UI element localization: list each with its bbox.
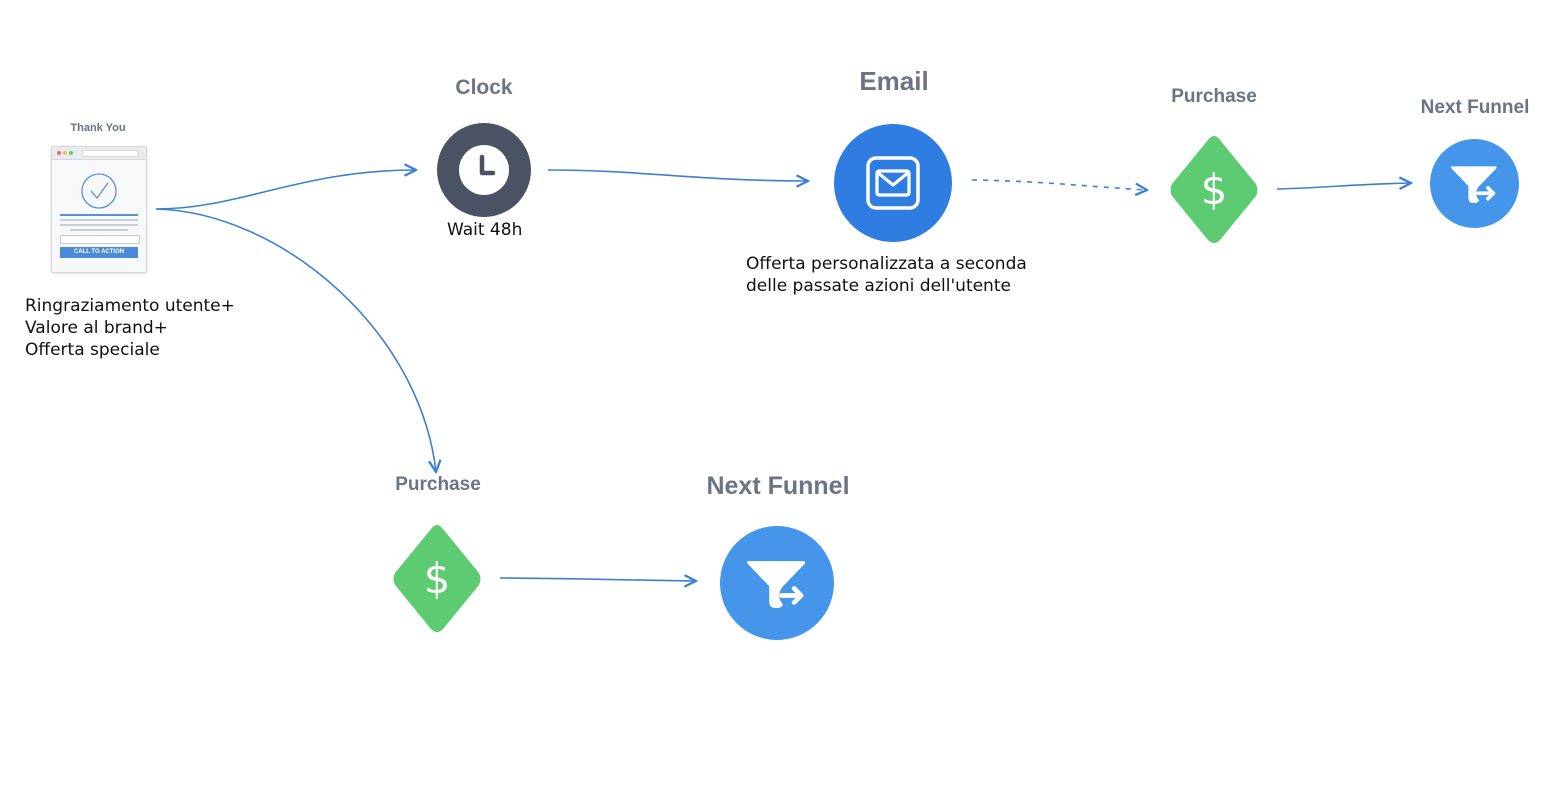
caption-line: Offerta speciale — [25, 340, 160, 360]
purchase-bottom-node[interactable]: $ — [391, 523, 483, 635]
thank-you-caption: Ringraziamento utente+ Valore al brand+ … — [25, 295, 235, 361]
thumb-line — [60, 219, 138, 221]
clock-caption: Wait 48h — [447, 220, 523, 240]
next-funnel-top-node[interactable] — [1430, 139, 1519, 228]
email-caption: Offerta personalizzata a seconda delle p… — [746, 253, 1027, 297]
thumb-input-field — [60, 235, 140, 244]
next-funnel-top-title: Next Funnel — [1420, 97, 1530, 118]
funnel-icon — [1450, 166, 1498, 204]
thank-you-page-thumbnail[interactable]: CALL TO ACTION — [51, 146, 147, 273]
browser-dot-yellow — [63, 151, 67, 155]
funnel-icon — [746, 561, 806, 609]
purchase-top-title: Purchase — [1171, 86, 1257, 107]
caption-line: Valore al brand+ — [25, 318, 168, 338]
edge-purchase-to-nextfunnel-bottom — [499, 578, 696, 581]
thumb-line — [70, 229, 128, 231]
browser-dot-red — [57, 151, 61, 155]
clock-icon — [459, 145, 509, 195]
next-funnel-bottom-title: Next Funnel — [706, 472, 850, 500]
edge-clock-to-email — [547, 169, 808, 181]
purchase-bottom-title: Purchase — [395, 474, 481, 495]
envelope-icon — [866, 156, 920, 210]
browser-dot-green — [69, 151, 73, 155]
edge-thankyou-to-purchase — [155, 208, 436, 472]
svg-text:$: $ — [1201, 165, 1228, 214]
caption-line: Offerta personalizzata a seconda — [746, 254, 1027, 274]
thumb-line — [60, 214, 138, 216]
edge-purchase-to-nextfunnel-top — [1276, 183, 1411, 189]
thumb-line — [60, 224, 138, 226]
email-title: Email — [859, 66, 929, 96]
purchase-top-node[interactable]: $ — [1168, 134, 1260, 246]
clock-title: Clock — [455, 76, 513, 99]
checkmark-icon — [81, 173, 117, 209]
dollar-icon: $ — [424, 554, 451, 603]
edge-email-to-purchase — [971, 179, 1147, 190]
call-to-action-button[interactable]: CALL TO ACTION — [60, 247, 138, 258]
caption-line: Ringraziamento utente+ — [25, 296, 235, 316]
svg-text:$: $ — [424, 554, 451, 603]
email-node[interactable] — [834, 124, 952, 242]
next-funnel-bottom-node[interactable] — [720, 526, 834, 640]
browser-bar — [52, 147, 146, 160]
caption-line: delle passate azioni dell'utente — [746, 276, 1011, 296]
dollar-icon: $ — [1201, 165, 1228, 214]
clock-node[interactable] — [437, 123, 531, 217]
browser-url-bar — [82, 150, 139, 157]
thank-you-title: Thank You — [70, 122, 126, 134]
edge-thankyou-to-clock — [155, 170, 416, 210]
